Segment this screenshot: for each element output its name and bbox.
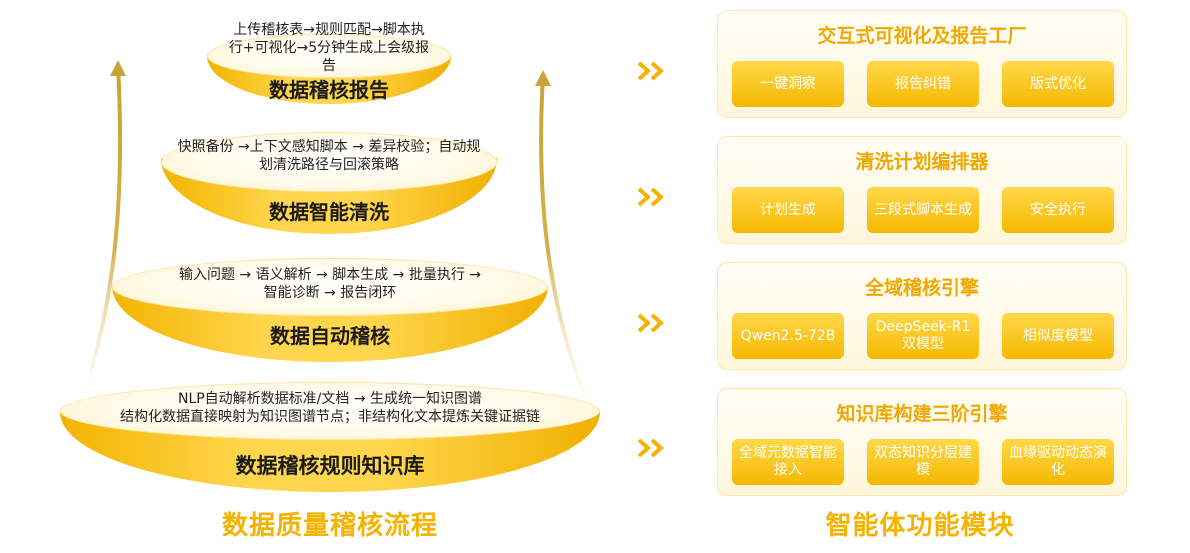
tier-report-desc: 上传稽核表→规则匹配→脚本执行+可视化→5分钟生成上会级报告	[228, 22, 430, 74]
right-arrow-icon	[539, 75, 590, 414]
panel-report-factory: 交互式可视化及报告工厂 一键洞察 报告纠错 版式优化	[717, 10, 1127, 118]
module-button[interactable]: 相似度模型	[1002, 313, 1114, 359]
module-button[interactable]: 三段式脚本生成	[867, 187, 979, 233]
chevron-right-icon	[637, 61, 665, 81]
right-footer-title: 智能体功能模块	[825, 511, 1015, 541]
module-button[interactable]: 版式优化	[1002, 61, 1114, 107]
module-button[interactable]: 计划生成	[732, 187, 844, 233]
tier-cleaning-desc: 快照备份 →上下文感知脚本 → 差异校验；自动规划清洗路径与回滚策略	[177, 139, 481, 173]
flow-arrows	[90, 60, 590, 414]
tier-report: 上传稽核表→规则匹配→脚本执行+可视化→5分钟生成上会级报告 数据稽核报告	[207, 22, 451, 104]
module-button[interactable]: 血缘驱动动态演化	[1002, 439, 1114, 485]
chevron-right-icon	[637, 313, 665, 333]
chevron-right-icon	[637, 187, 665, 207]
tier-knowledge-base: NLP自动解析数据标准/文档 → 生成统一知识图谱 结构化数据直接映射为知识图谱…	[60, 382, 600, 492]
module-button[interactable]: 安全执行	[1002, 187, 1114, 233]
tier-report-title: 数据稽核报告	[269, 78, 389, 102]
panel-title: 清洗计划编排器	[855, 151, 989, 173]
panel-title: 知识库构建三阶引擎	[836, 403, 1008, 425]
panel-audit-engine: 全域稽核引擎 Qwen2.5-72B DeepSeek-R1 双模型 相似度模型	[717, 262, 1127, 370]
module-button[interactable]: 全域元数据智能接入	[732, 439, 844, 485]
tier-audit: 输入问题 → 语义解析 → 脚本生成 → 批量执行 → 智能诊断 → 报告闭环 …	[112, 258, 548, 362]
module-button[interactable]: 报告纠错	[867, 61, 979, 107]
panel-title: 交互式可视化及报告工厂	[817, 25, 1027, 47]
panel-title: 全域稽核引擎	[864, 277, 979, 299]
tier-knowledge-desc: NLP自动解析数据标准/文档 → 生成统一知识图谱 结构化数据直接映射为知识图谱…	[120, 391, 540, 425]
module-button[interactable]: 一键洞察	[732, 61, 844, 107]
panel-cleaning-scheduler: 清洗计划编排器 计划生成 三段式脚本生成 安全执行	[717, 136, 1127, 244]
tier-cleaning-title: 数据智能清洗	[269, 200, 389, 224]
tier-audit-title: 数据自动稽核	[270, 324, 390, 348]
panel-knowledge-engine: 知识库构建三阶引擎 全域元数据智能接入 双态知识分层建模 血缘驱动动态演化	[717, 388, 1127, 496]
tier-audit-desc: 输入问题 → 语义解析 → 脚本生成 → 批量执行 → 智能诊断 → 报告闭环	[178, 267, 482, 301]
tier-knowledge-title: 数据稽核规则知识库	[235, 454, 425, 478]
left-footer-title: 数据质量稽核流程	[221, 511, 438, 541]
module-button[interactable]: DeepSeek-R1 双模型	[867, 313, 979, 359]
tier-cleaning: 快照备份 →上下文感知脚本 → 差异校验；自动规划清洗路径与回滚策略 数据智能清…	[161, 132, 497, 234]
chevron-right-icon	[637, 438, 665, 458]
left-arrow-icon	[90, 65, 123, 381]
module-button[interactable]: Qwen2.5-72B	[732, 313, 844, 359]
module-button[interactable]: 双态知识分层建模	[867, 439, 979, 485]
